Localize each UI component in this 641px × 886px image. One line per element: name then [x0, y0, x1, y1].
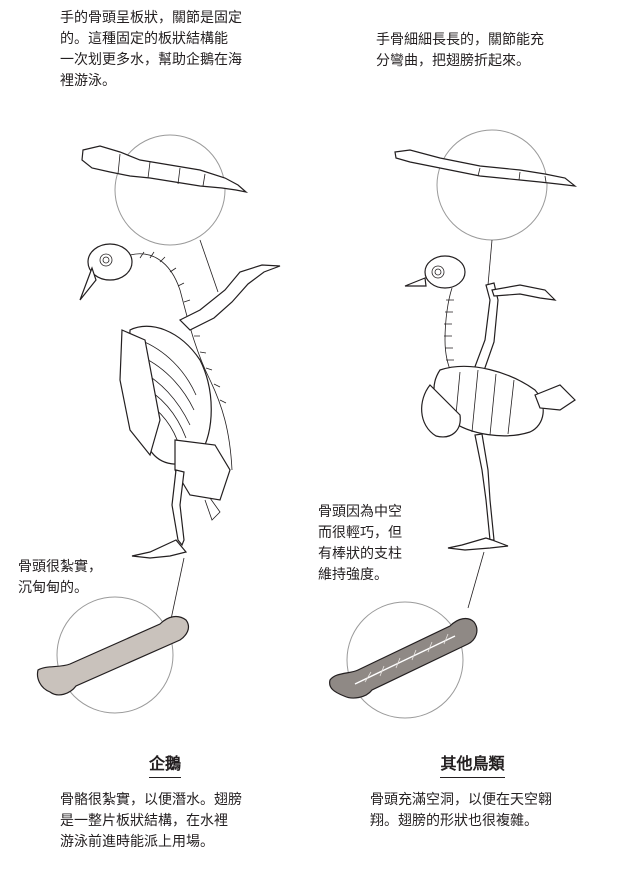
penguin-hand-note: 手的骨頭呈板狀，關節是固定 的。這種固定的板狀結構能 一次划更多水，幫助企鵝在海… — [60, 10, 242, 89]
bird-hand-note: 手骨細細長長的，關節能充 分彎曲，把翅膀折起來。 — [376, 32, 544, 69]
bird-hand-leader — [487, 239, 493, 286]
bird-hand-bone-zoom — [394, 129, 578, 241]
penguin-description: 骨骼很紮實，以便潛水。翅膀 是一整片板狀結構，在水裡 游泳前進時能派上用場。 — [60, 792, 242, 850]
penguin-hand-bone-zoom — [81, 134, 249, 246]
penguin-caption: 企鵝 — [60, 750, 270, 778]
bird-description: 骨頭充滿空洞，以便在天空翱 翔。翅膀的形狀也很複雜。 — [370, 792, 552, 829]
penguin-solid-bone-zoom — [36, 596, 190, 714]
bird-caption: 其他鳥類 — [365, 750, 580, 778]
penguin-title: 企鵝 — [148, 750, 181, 778]
bird-skeleton — [404, 255, 576, 551]
penguin-bone-note: 骨頭很紮實， 沉甸甸的。 — [18, 559, 102, 596]
bird-bone-leader — [467, 551, 485, 609]
bird-bone-note: 骨頭因為中空 而很輕巧，但 有棒狀的支柱 維持強度。 — [318, 504, 402, 583]
bird-title: 其他鳥類 — [440, 750, 505, 778]
penguin-bone-leader — [169, 557, 185, 625]
penguin-hand-leader — [199, 239, 219, 293]
penguin-skeleton — [79, 243, 281, 559]
bird-hollow-bone-zoom — [329, 601, 478, 719]
